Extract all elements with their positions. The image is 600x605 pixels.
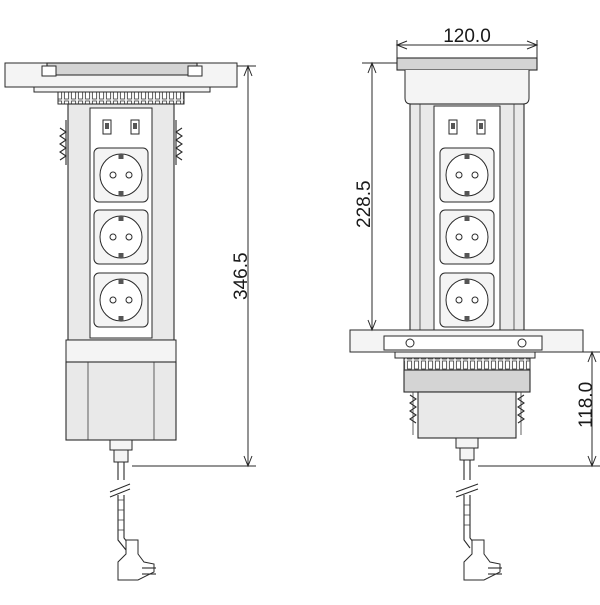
side-socket-3 <box>93 272 149 328</box>
front-socket-1 <box>439 147 495 203</box>
front-plug <box>463 539 503 581</box>
side-lower-rim <box>65 339 177 363</box>
dim-top-width: 120.0 <box>395 26 539 58</box>
front-top-cap <box>396 57 538 71</box>
front-socket-3 <box>439 272 495 328</box>
dim-total-height: 346.5 <box>132 64 256 468</box>
dim-extended-height: 228.5 <box>354 61 397 332</box>
dim-base-height-label: 118.0 <box>576 382 597 428</box>
side-top-cap <box>46 62 198 76</box>
dim-total-height-label: 346.5 <box>231 252 252 300</box>
side-view: 346.5 <box>4 62 256 581</box>
side-socket-2 <box>93 209 149 265</box>
front-socket-2 <box>439 209 495 265</box>
front-housing <box>417 391 517 439</box>
side-socket-1 <box>93 147 149 203</box>
dim-base-height: 118.0 <box>478 350 600 468</box>
dim-extended-height-label: 228.5 <box>354 180 375 228</box>
front-collar <box>403 357 531 371</box>
side-left-clamp <box>59 120 67 165</box>
side-plug <box>117 539 157 581</box>
side-right-clamp <box>175 120 183 165</box>
side-collar <box>57 91 185 105</box>
front-view: 120.0 <box>349 26 600 581</box>
dim-top-width-label: 120.0 <box>443 26 491 47</box>
side-housing <box>65 361 177 441</box>
